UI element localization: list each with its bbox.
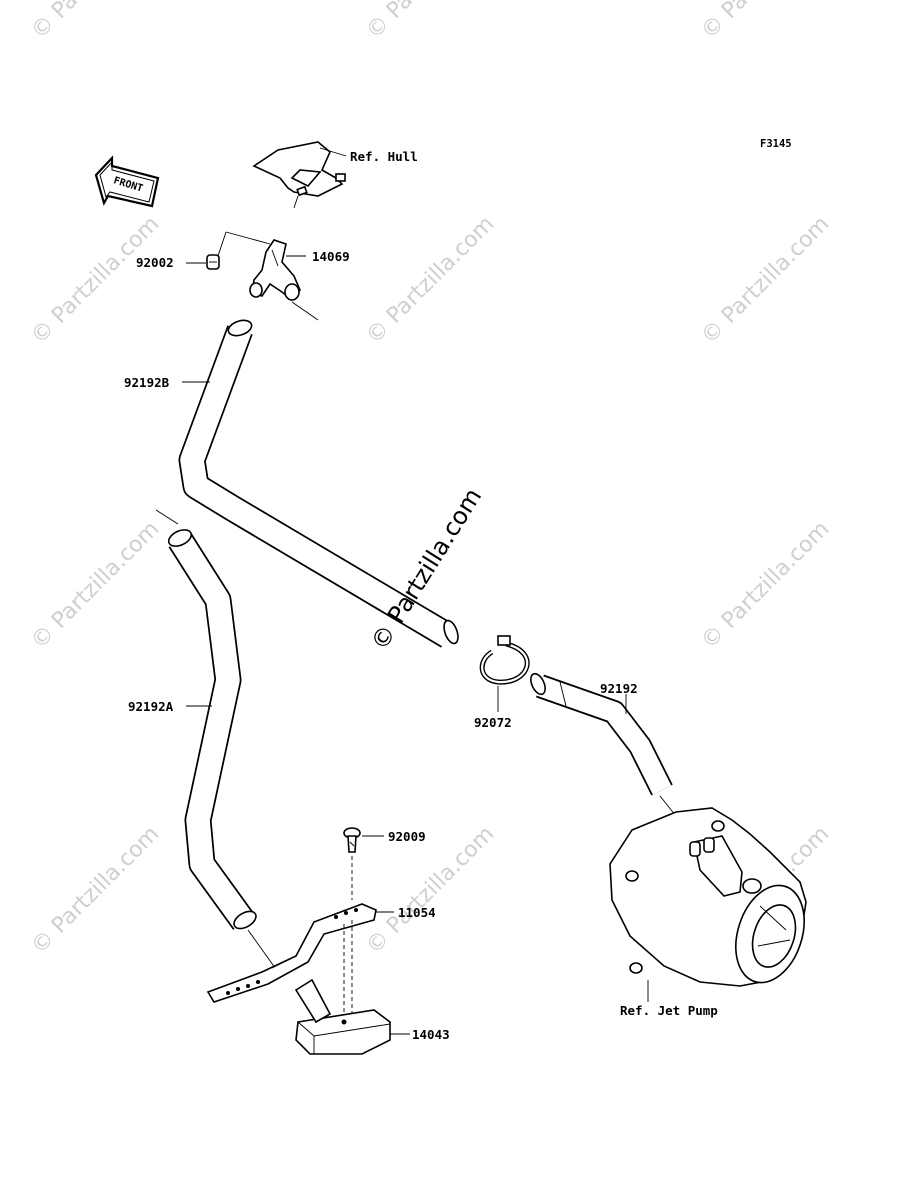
clamp-92072 — [479, 635, 530, 712]
label-92072: 92072 — [474, 715, 512, 730]
label-92009: 92009 — [388, 829, 426, 844]
label-ref-hull: Ref. Hull — [350, 149, 418, 164]
watermark: © Partzilla.com — [27, 822, 165, 960]
bolt-92009 — [343, 827, 384, 900]
bracket-11054 — [206, 903, 394, 1020]
hose-92192B — [178, 319, 459, 648]
watermark: © Partzilla.com — [27, 212, 165, 350]
bolt-92002 — [186, 231, 227, 270]
watermark: © Partzilla.com — [697, 212, 835, 350]
diagram-code: F3145 — [760, 138, 792, 150]
label-92192B: 92192B — [124, 375, 170, 390]
label-92192: 92192 — [600, 681, 638, 696]
watermark: © Partzilla.com — [362, 0, 500, 44]
watermark: © Partzilla.com — [697, 0, 835, 44]
hose-92192A — [167, 529, 279, 973]
label-11054: 11054 — [398, 905, 436, 920]
hull-bracket — [252, 141, 347, 209]
watermark: © Partzilla.com — [697, 517, 835, 655]
watermark: © Partzilla.com — [362, 212, 500, 350]
label-14043: 14043 — [412, 1027, 450, 1042]
label-92002: 92002 — [136, 255, 174, 270]
watermark: © Partzilla.com — [27, 517, 165, 655]
strainer-14043 — [294, 978, 410, 1055]
watermark: © Partzilla.com — [27, 0, 165, 44]
jet-pump — [609, 807, 807, 1002]
fitting-14069 — [225, 231, 306, 302]
front-arrow-icon: FRONT — [94, 155, 160, 208]
label-14069: 14069 — [312, 249, 350, 264]
label-ref-jet-pump: Ref. Jet Pump — [620, 1003, 718, 1018]
label-92192A: 92192A — [128, 699, 174, 714]
watermark: © Partzilla.com — [362, 822, 500, 960]
